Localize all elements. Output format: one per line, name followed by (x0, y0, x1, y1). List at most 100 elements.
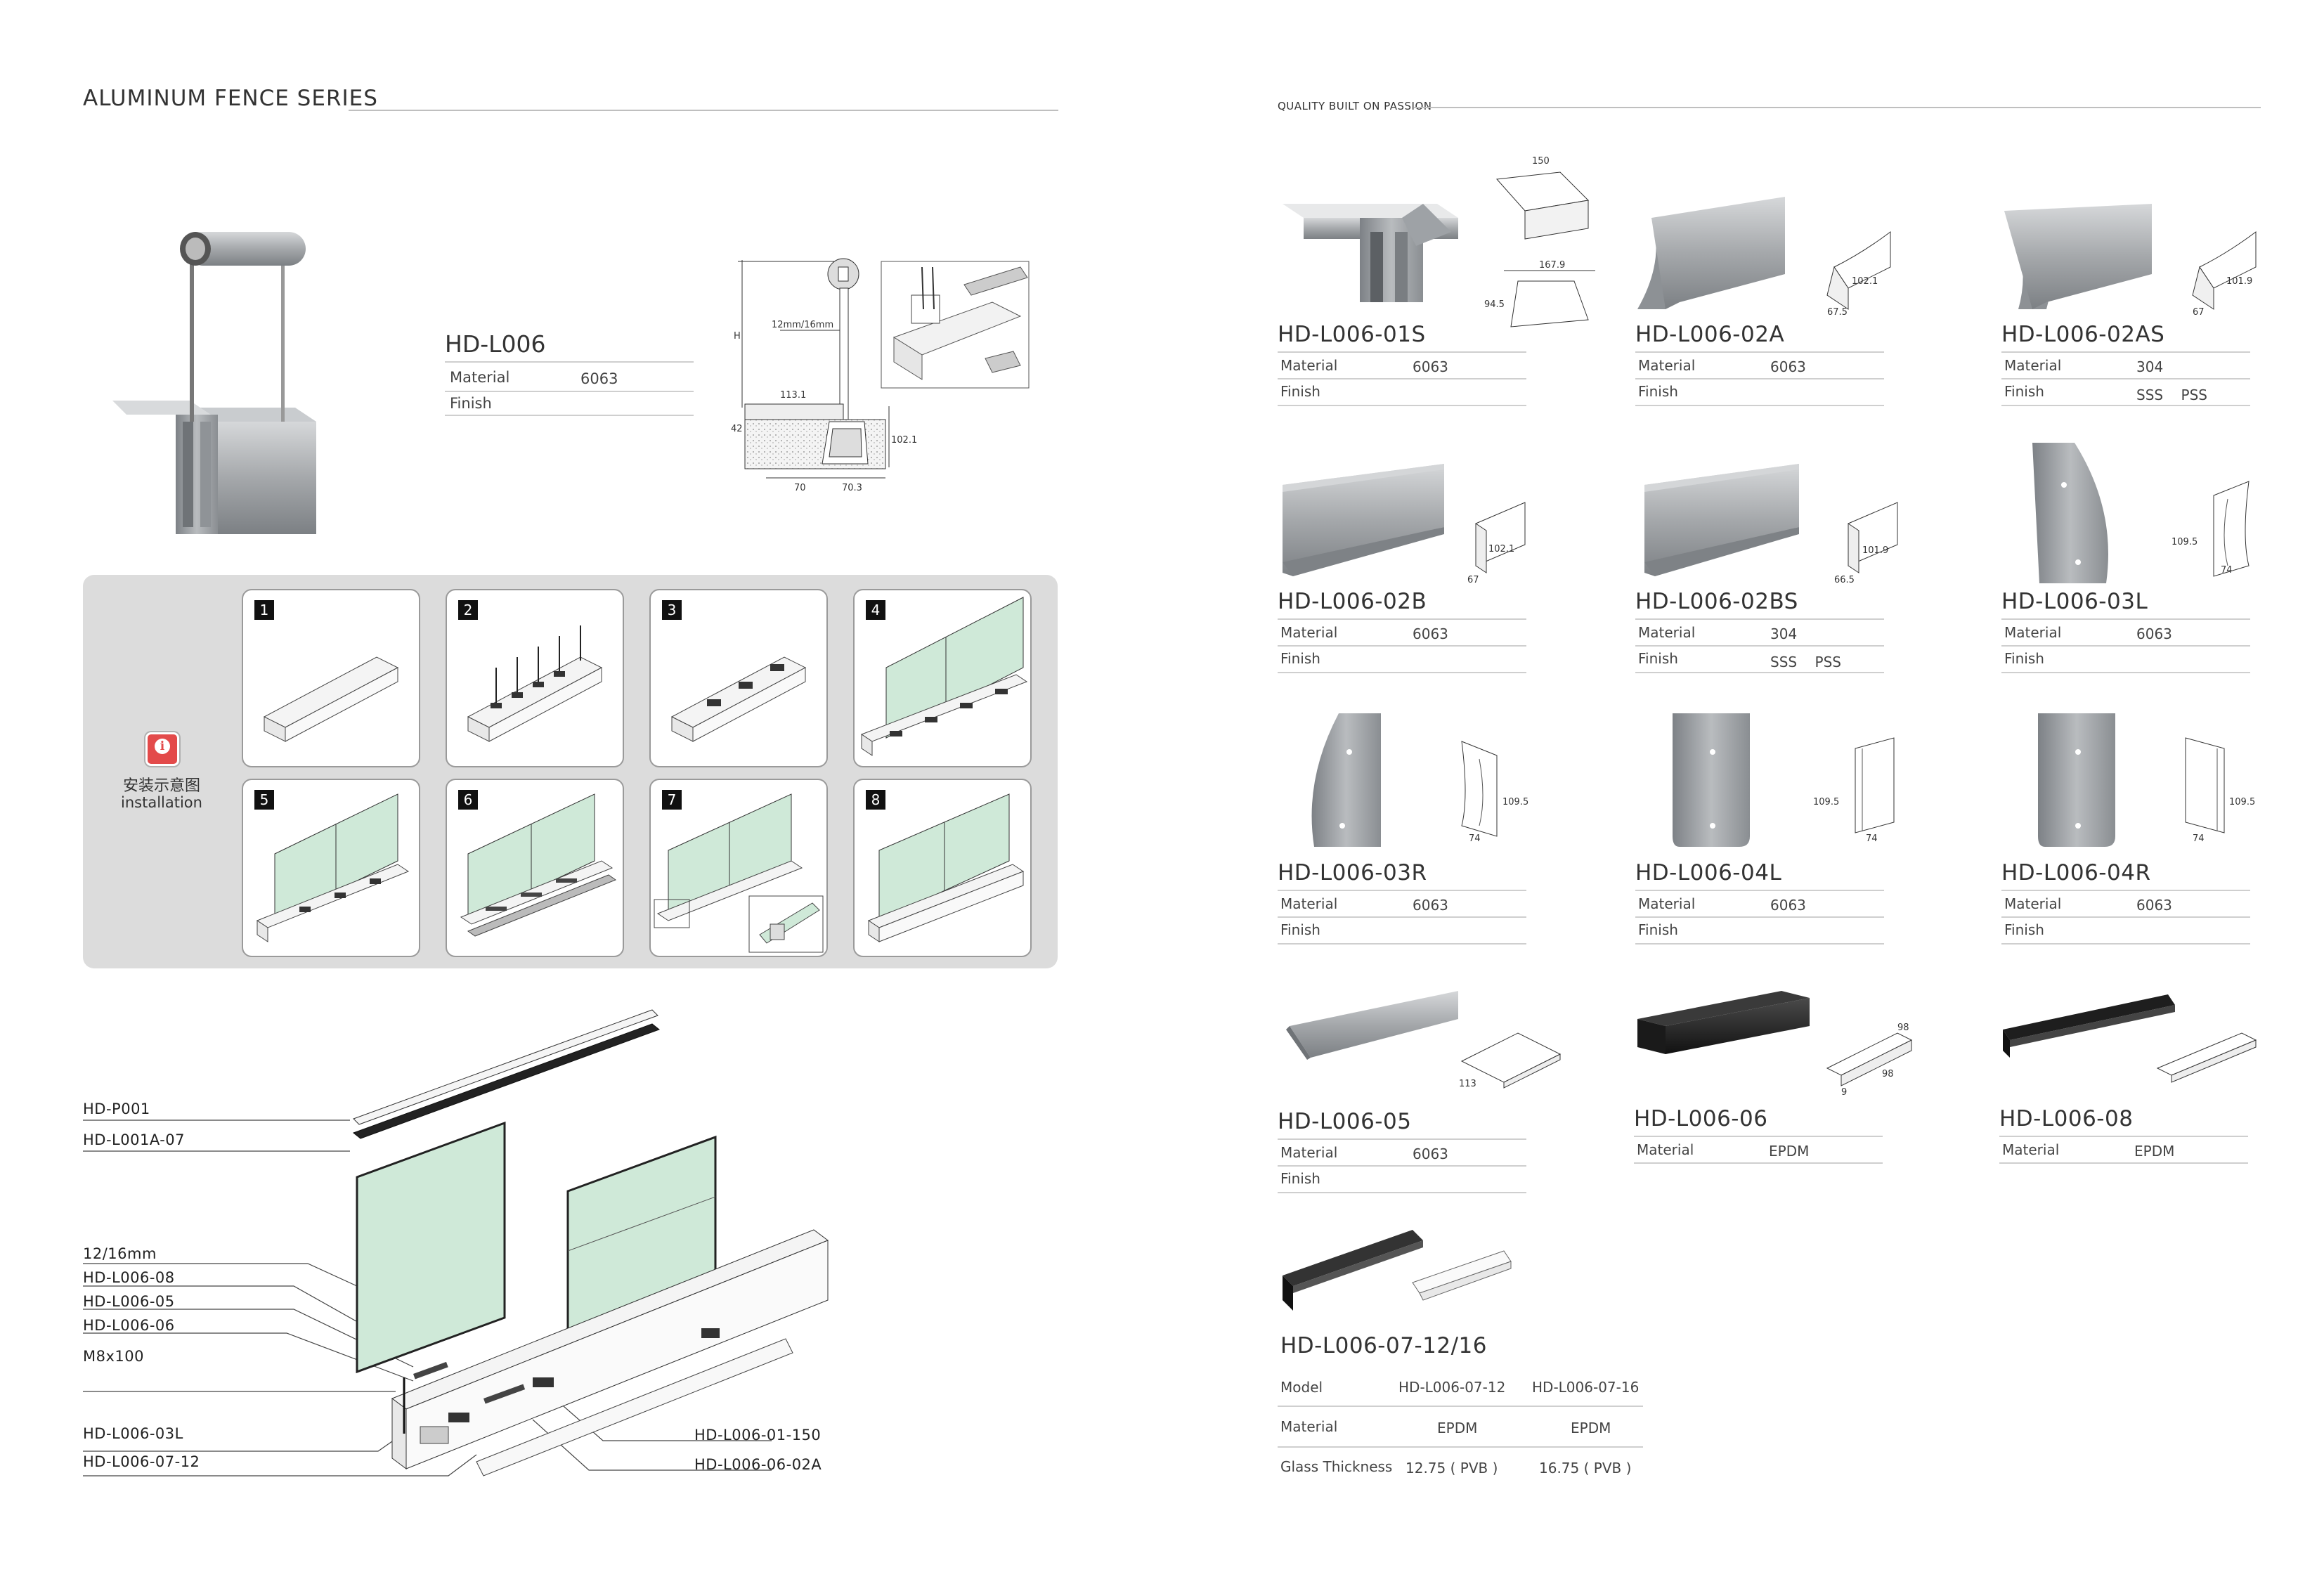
install-step-2: 2 (446, 589, 624, 767)
p02as-material-label: Material (2004, 357, 2062, 374)
p02a-material-value: 6063 (1770, 358, 1806, 375)
install-step-8: 8 (853, 779, 1032, 957)
p04l-drawing: 109.5 74 (1813, 737, 1895, 844)
dim-42: 42 (731, 424, 743, 434)
spec-rule (2001, 618, 2250, 620)
dim-text: 66.5 (1834, 575, 1855, 585)
p02b-finish-label: Finish (1280, 650, 1320, 667)
dim-text: 150 (1532, 156, 1550, 167)
p06-render (1637, 991, 1810, 1054)
dim-text: 109.5 (1813, 797, 1839, 807)
p02a-material-label: Material (1638, 357, 1696, 374)
page-tagline: QUALITY BUILT ON PASSION (1278, 100, 1432, 112)
p02as-finish-label: Finish (2004, 383, 2044, 400)
step-7-drawing (654, 793, 824, 953)
p03r-finish-label: Finish (1280, 921, 1320, 938)
label-hd-l006-01-150: HD-L006-01-150 (694, 1427, 822, 1443)
label-hd-l006-05: HD-L006-05 (83, 1293, 175, 1310)
exploded-assembly-drawing (83, 1009, 829, 1477)
dim-text: 67 (1467, 575, 1479, 585)
p05-material-value: 6063 (1413, 1146, 1448, 1162)
dim-text: 167.9 (1539, 260, 1565, 271)
table-thickness-2: 16.75 ( PVB ) (1539, 1460, 1632, 1477)
p03r-drawing: 109.5 74 (1461, 741, 1528, 844)
spec-rule (1278, 405, 1526, 406)
spec-rule (445, 415, 694, 416)
spec-rule (1635, 672, 1884, 673)
dim-113: 113.1 (780, 390, 806, 401)
spec-rule (1635, 943, 1884, 945)
p05-drawing: 113 (1459, 1032, 1562, 1089)
p08-name: HD-L006-08 (1999, 1106, 2134, 1131)
spec-rule (1635, 618, 1884, 620)
p08-drawing (2156, 1032, 2257, 1083)
label-hd-l006-03l: HD-L006-03L (83, 1425, 183, 1442)
spec-rule (2001, 351, 2250, 353)
installation-title-en: installation (121, 794, 202, 811)
info-icon: i (145, 732, 179, 766)
table-material-1: EPDM (1437, 1420, 1478, 1436)
label-glass-thickness: 12/16mm (83, 1245, 157, 1262)
spec-rule (1278, 672, 1526, 673)
p01s-material-label: Material (1280, 357, 1338, 374)
p06-name: HD-L006-06 (1634, 1106, 1768, 1131)
label-hd-l006-06-02a: HD-L006-06-02A (694, 1456, 822, 1473)
p01s-name: HD-L006-01S (1278, 322, 1426, 347)
main-product-name: HD-L006 (445, 330, 546, 358)
label-hd-l006-08: HD-L006-08 (83, 1269, 175, 1286)
spec-rule (1278, 1138, 1526, 1140)
spec-rule (1635, 890, 1884, 891)
table-model-label: Model (1280, 1379, 1323, 1396)
p02bs-material-value: 304 (1770, 625, 1798, 642)
dim-text: 67 (2193, 307, 2205, 318)
step-2-drawing (467, 625, 603, 742)
dim-70: 70 (794, 483, 806, 493)
p02bs-finish-value: SSS PSS (1770, 654, 1841, 670)
spec-rule (2001, 890, 2250, 891)
spec-rule (1635, 378, 1884, 379)
label-hd-p001: HD-P001 (83, 1101, 150, 1117)
p04r-material-label: Material (2004, 895, 2062, 912)
step-number: 3 (662, 600, 682, 620)
p01s-render (1283, 204, 1458, 302)
p03r-material-value: 6063 (1413, 897, 1448, 914)
table-rule (1278, 1446, 1643, 1448)
installation-detail-sketch (881, 261, 1030, 389)
p03l-render (2032, 443, 2108, 583)
p05-finish-label: Finish (1280, 1170, 1320, 1187)
p02b-name: HD-L006-02B (1278, 589, 1427, 614)
label-m8x100: M8x100 (83, 1348, 144, 1365)
dim-text: 101.9 (1862, 545, 1888, 556)
step-number: 5 (254, 790, 274, 810)
p04r-render (2038, 713, 2115, 847)
step-4-drawing (860, 597, 1028, 756)
spec-rule (1635, 916, 1884, 918)
step-number: 2 (458, 600, 478, 620)
step-3-drawing (670, 656, 807, 742)
install-step-1: 1 (242, 589, 420, 767)
spec-rule (1278, 943, 1526, 945)
dim-glass: 12mm/16mm (772, 320, 833, 330)
p03l-name: HD-L006-03L (2001, 589, 2148, 614)
label-hd-l001a-07: HD-L001A-07 (83, 1131, 186, 1148)
spec-rule (1278, 618, 1526, 620)
spec-rule (1278, 916, 1526, 918)
p04r-drawing: 109.5 74 (2185, 737, 2255, 844)
p03l-drawing: 109.5 74 (2172, 481, 2250, 577)
spec-rule (445, 391, 694, 392)
main-product-render (112, 232, 316, 534)
step-number: 6 (458, 790, 478, 810)
spec-rule (1635, 405, 1884, 406)
step-number: 7 (662, 790, 682, 810)
dim-102: 102.1 (891, 435, 917, 446)
p02bs-finish-label: Finish (1638, 650, 1678, 667)
table-rule (1278, 1406, 1643, 1407)
p04r-finish-label: Finish (2004, 921, 2044, 938)
p01s-material-value: 6063 (1413, 358, 1448, 375)
step-number: 4 (866, 600, 885, 620)
dim-text: 98 (1882, 1069, 1894, 1079)
install-step-4: 4 (853, 589, 1032, 767)
table-material-2: EPDM (1571, 1420, 1611, 1436)
installation-title-zh: 安装示意图 (122, 777, 200, 795)
dim-text: 74 (1469, 833, 1481, 844)
